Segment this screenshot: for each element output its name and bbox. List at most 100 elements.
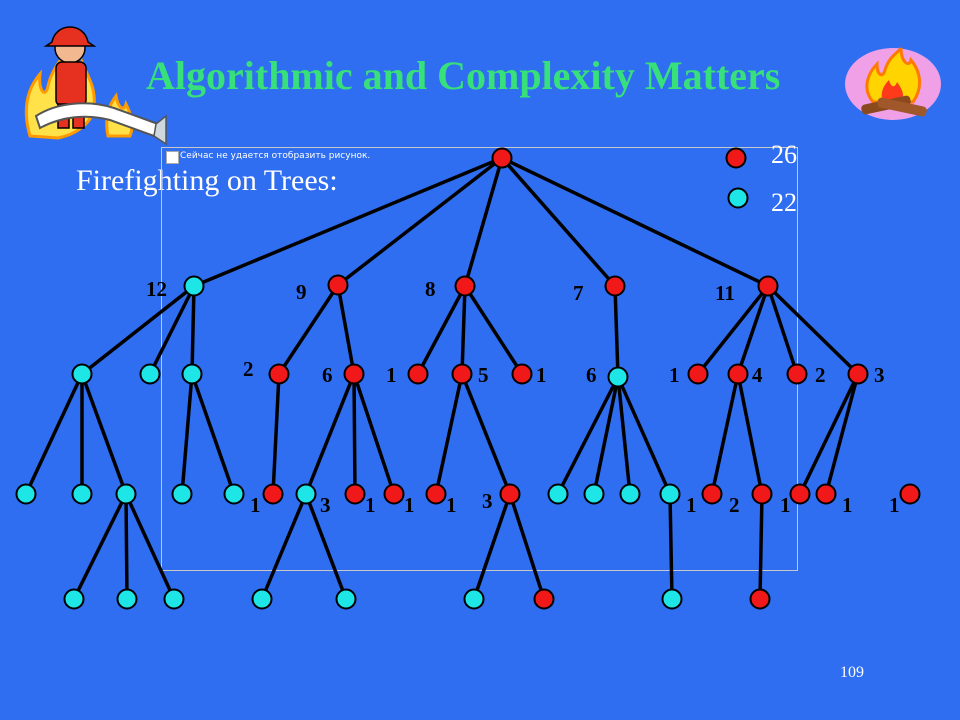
tree-edge: [463, 285, 524, 375]
tree-edge: [352, 373, 357, 495]
tree-edge: [460, 285, 467, 375]
node-label: 1: [250, 493, 261, 517]
node-label: 3: [320, 493, 331, 517]
tree-edge: [124, 493, 129, 600]
node-label: 2: [815, 363, 826, 387]
tree-edge: [271, 373, 281, 495]
tree-edge: [336, 284, 356, 375]
tree-edge: [798, 373, 860, 495]
tree-edge: [616, 376, 632, 495]
tree-node-cyan: [71, 483, 93, 505]
tree-edge: [24, 373, 84, 495]
campfire-icon: [845, 47, 941, 120]
tree-edge: [766, 284, 860, 376]
node-label: 11: [715, 281, 735, 305]
tree-node-cyan: [15, 483, 37, 505]
tree-edge: [501, 156, 769, 288]
tree-node-cyan: [251, 588, 273, 610]
tree-edge: [434, 373, 464, 495]
tree-node-cyan: [583, 483, 605, 505]
tree-edge: [260, 493, 308, 600]
page-number: 109: [840, 664, 864, 681]
tree-edge: [592, 376, 620, 495]
node-label: 1: [365, 493, 376, 517]
tree-edge: [336, 156, 504, 287]
tree-node-cyan: [295, 483, 317, 505]
tree-node-red: [383, 483, 405, 505]
tree-node-cyan: [547, 483, 569, 505]
node-label: 1: [686, 493, 697, 517]
tree-node-cyan: [659, 483, 681, 505]
node-label: 1: [669, 363, 680, 387]
tree-edge: [696, 284, 770, 376]
tree-nodes: [15, 147, 921, 610]
tree-node-red: [533, 588, 555, 610]
tree-edge: [500, 156, 617, 288]
tree-edge: [616, 376, 672, 495]
legend-burned-label: 26: [771, 140, 797, 169]
node-label: 1: [842, 493, 853, 517]
tree-edges: [24, 156, 860, 600]
node-label: 1: [536, 363, 547, 387]
tree-node-red: [344, 483, 366, 505]
broken-image-message: Сейчас не удается отобразить рисунок.: [180, 151, 371, 161]
tree-node-red: [847, 363, 869, 385]
broken-image-frame: [161, 147, 798, 571]
tree-node-red: [687, 363, 709, 385]
tree-node-cyan: [463, 588, 485, 610]
firefighter-icon: [24, 26, 167, 146]
tree-node-cyan: [661, 588, 683, 610]
slide-title: Algorithmic and Complexity Matters: [146, 53, 781, 98]
tree-edge: [766, 285, 799, 375]
tree-edge: [824, 373, 860, 495]
legend: [725, 147, 749, 209]
tree-edge: [193, 156, 503, 288]
tree-node-red: [511, 363, 533, 385]
tree-edge: [460, 373, 512, 495]
node-label: 6: [322, 363, 333, 387]
tree-edge: [72, 493, 128, 600]
node-label: 1: [780, 493, 791, 517]
tree-edge: [472, 493, 512, 600]
tree-node-cyan: [171, 483, 193, 505]
tree-node-red: [454, 275, 476, 297]
node-label: 8: [425, 277, 436, 301]
tree-node-red: [789, 483, 811, 505]
tree-edge: [190, 373, 236, 495]
tree-node-cyan: [181, 363, 203, 385]
node-label: 3: [482, 489, 493, 513]
tree-edge: [758, 493, 764, 600]
tree-edge: [613, 285, 620, 378]
tree-node-red: [343, 363, 365, 385]
node-label: 2: [243, 357, 254, 381]
node-label: 7: [573, 281, 584, 305]
tree-edge: [190, 285, 196, 375]
tree-node-cyan: [223, 483, 245, 505]
node-label: 1: [446, 493, 457, 517]
node-label: 5: [478, 363, 489, 387]
tree-node-red: [491, 147, 513, 169]
node-label: 3: [874, 363, 885, 387]
tree-edge: [180, 373, 194, 495]
tree-edge: [668, 493, 674, 600]
node-label: 9: [296, 280, 307, 304]
tree-node-red: [757, 275, 779, 297]
tree-edge: [277, 284, 340, 375]
tree-edge: [736, 373, 764, 495]
tree-node-red: [815, 483, 837, 505]
tree-node-red: [499, 483, 521, 505]
tree-node-cyan: [335, 588, 357, 610]
legend-marker-cyan: [727, 187, 749, 209]
tree-edge: [80, 284, 196, 376]
tree-node-cyan: [619, 483, 641, 505]
tree-node-red: [262, 483, 284, 505]
legend-saved-label: 22: [771, 188, 797, 217]
node-label: 6: [586, 363, 597, 387]
tree-edge: [416, 285, 467, 375]
tree-node-red: [786, 363, 808, 385]
tree-edge: [508, 493, 546, 600]
node-label: 12: [146, 277, 167, 301]
tree-node-red: [751, 483, 773, 505]
